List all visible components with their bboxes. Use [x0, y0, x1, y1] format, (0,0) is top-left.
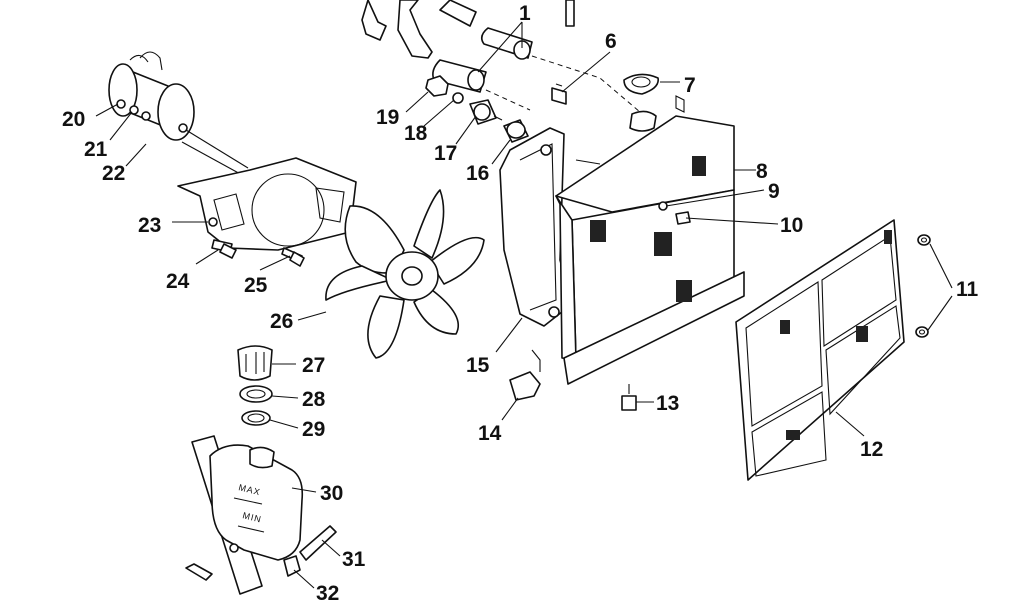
tank-min-label: MIN [242, 510, 263, 524]
callout-7: 7 [684, 74, 696, 97]
leader-lines [95, 21, 953, 589]
fan-motor [108, 51, 249, 177]
callout-32: 32 [316, 582, 339, 600]
core-hatch [692, 156, 706, 176]
callouts: 1 6 7 8 9 10 11 12 13 14 15 16 17 18 19 … [62, 2, 979, 600]
callout-23: 23 [138, 214, 161, 237]
core-hatch [590, 220, 606, 242]
fan-shroud-plate [177, 157, 357, 251]
radiator-screen [735, 219, 905, 481]
callout-22: 22 [102, 162, 125, 185]
temperature-sensor [551, 83, 567, 105]
core-hatch [676, 280, 692, 302]
callout-29: 29 [302, 418, 325, 441]
callout-21: 21 [84, 138, 108, 161]
radiator-cap-gasket [623, 73, 659, 95]
washer-18 [452, 92, 464, 104]
callout-25: 25 [244, 274, 268, 297]
radiator-bracket [499, 127, 573, 327]
hose-assembly [361, 0, 641, 113]
callout-11: 11 [956, 278, 979, 301]
reservoir-cap [237, 345, 273, 381]
grommets [915, 234, 931, 338]
callout-17: 17 [434, 142, 457, 165]
callout-24: 24 [166, 270, 190, 293]
radiator [555, 95, 745, 385]
overflow-hose [299, 525, 337, 561]
reservoir-gasket-29 [241, 410, 271, 426]
callout-1: 1 [519, 2, 531, 25]
callout-8: 8 [756, 160, 768, 183]
bolt-24 [211, 239, 237, 259]
callout-9: 9 [768, 180, 780, 203]
callout-10: 10 [780, 214, 803, 237]
cooling-fan [325, 189, 485, 359]
callout-28: 28 [302, 388, 326, 411]
coolant-reservoir: MAX MIN [191, 435, 304, 595]
callout-19: 19 [376, 106, 399, 129]
callout-27: 27 [302, 354, 325, 377]
spacer-16 [503, 119, 529, 143]
callout-12: 12 [860, 438, 883, 461]
callout-14: 14 [478, 422, 502, 445]
reservoir-gasket-28 [239, 385, 273, 403]
callout-13: 13 [656, 392, 679, 415]
callout-15: 15 [466, 354, 490, 377]
core-hatch [654, 232, 672, 256]
callout-18: 18 [404, 122, 428, 145]
mounting-screw [185, 563, 213, 581]
callout-6: 6 [605, 30, 617, 53]
rubber-mount [621, 384, 637, 411]
bushing-17 [469, 99, 503, 125]
nut-19 [425, 75, 449, 97]
callout-16: 16 [466, 162, 489, 185]
callout-30: 30 [320, 482, 343, 505]
hose-clamp-14 [509, 349, 541, 401]
callout-20: 20 [62, 108, 85, 131]
callout-31: 31 [342, 548, 366, 571]
hose-clamp-32 [283, 555, 301, 577]
callout-26: 26 [270, 310, 293, 333]
bolt-25 [281, 247, 305, 267]
